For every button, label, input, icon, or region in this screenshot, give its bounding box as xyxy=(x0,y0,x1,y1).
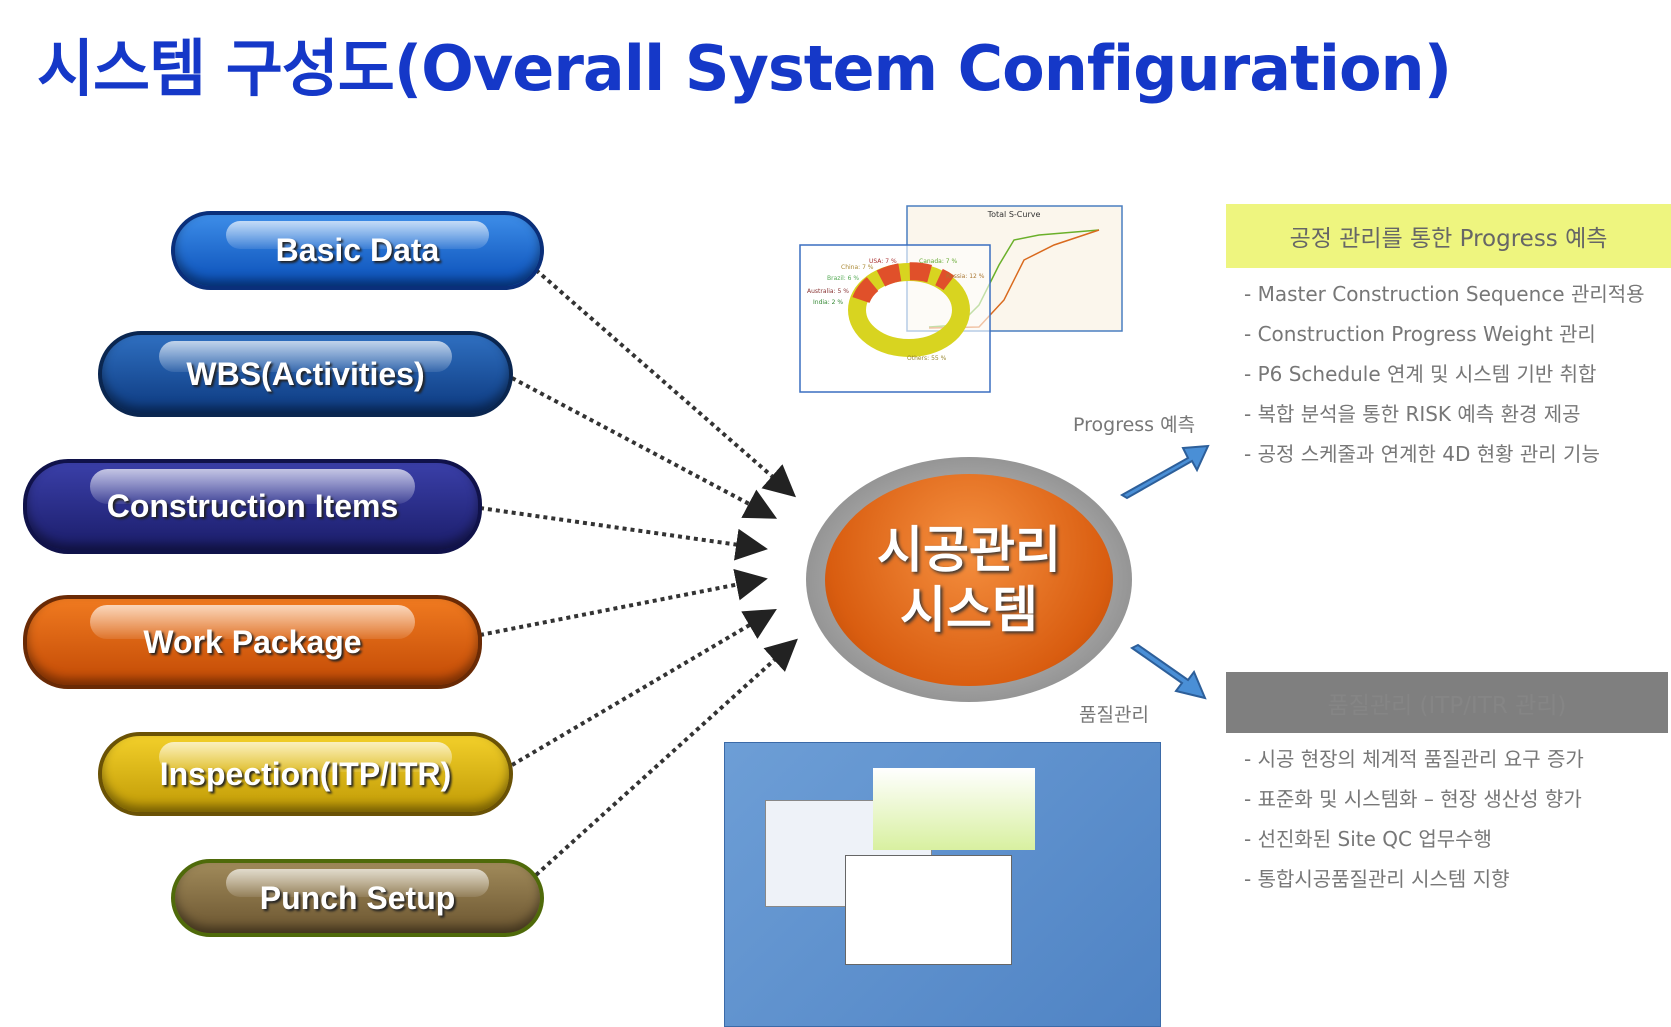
quality-arrow-label: 품질관리 xyxy=(1079,704,1149,726)
line-punch xyxy=(534,638,798,877)
donut-label: Others: 55 % xyxy=(907,355,947,362)
quality-header: 품질관리 (ITP/ITR 관리) xyxy=(1226,672,1668,733)
progress-item: - 공정 스케줄과 연계한 4D 현황 관리 기능 xyxy=(1244,442,1600,466)
pill-label: Inspection(ITP/ITR) xyxy=(159,755,452,792)
line-work-package xyxy=(479,568,768,637)
s-curve-title: Total S-Curve xyxy=(987,210,1041,219)
page-title: 시스템 구성도(Overall System Configuration) xyxy=(37,32,1452,105)
donut-label: Russia: 12 % xyxy=(946,273,985,280)
input-basic-data: Basic Data xyxy=(171,211,544,290)
input-inspection: Inspection(ITP/ITR) xyxy=(98,732,513,816)
input-construction-items: Construction Items xyxy=(23,459,482,554)
progress-item: - 복합 분석을 통한 RISK 예측 환경 제공 xyxy=(1244,402,1581,426)
chart-thumbnail-image: Total S-Curve USA: 7 % China: 7 % Brazil… xyxy=(799,205,1123,393)
input-work-package: Work Package xyxy=(23,595,482,689)
progress-arrow-label: Progress 예측 xyxy=(1073,414,1196,436)
pill-label: Work Package xyxy=(143,623,362,660)
line-inspection xyxy=(510,608,777,767)
progress-item: - Construction Progress Weight 관리 xyxy=(1244,322,1596,346)
quality-screenshot-image xyxy=(724,742,1161,1027)
donut-label: China: 7 % xyxy=(841,264,874,271)
donut-label: USA: 7 % xyxy=(869,258,897,265)
donut-label: Canada: 7 % xyxy=(919,258,957,265)
pill-label: Punch Setup xyxy=(259,879,456,916)
input-wbs: WBS(Activities) xyxy=(98,331,513,417)
donut-label: Brazil: 6 % xyxy=(827,275,859,282)
progress-item: - Master Construction Sequence 관리적용 xyxy=(1244,282,1645,306)
quality-item: - 시공 현장의 체계적 품질관리 요구 증가 xyxy=(1244,747,1584,771)
pill-label: Basic Data xyxy=(275,232,440,268)
donut-label: Australia: 5 % xyxy=(807,288,849,295)
quality-item: - 표준화 및 시스템화 – 현장 생산성 향가 xyxy=(1244,787,1582,811)
progress-item: - P6 Schedule 연계 및 시스템 기반 취합 xyxy=(1244,362,1597,386)
quality-item: - 선진화된 Site QC 업무수행 xyxy=(1244,827,1492,851)
pill-label: Construction Items xyxy=(106,488,399,524)
progress-header: 공정 관리를 통한 Progress 예측 xyxy=(1226,204,1671,268)
pill-label: WBS(Activities) xyxy=(186,355,425,392)
progress-arrow-icon xyxy=(1120,444,1210,500)
quality-item: - 통합시공품질관리 시스템 지향 xyxy=(1244,867,1510,891)
center-line-1: 시공관리 xyxy=(877,520,1061,579)
quality-arrow-icon xyxy=(1130,643,1207,700)
line-basic-data xyxy=(534,268,797,498)
input-punch-setup: Punch Setup xyxy=(171,859,544,937)
donut-label: India: 2 % xyxy=(813,299,843,306)
center-line-2: 시스템 xyxy=(900,580,1038,639)
line-wbs xyxy=(511,376,778,519)
line-construction-items xyxy=(479,506,768,561)
